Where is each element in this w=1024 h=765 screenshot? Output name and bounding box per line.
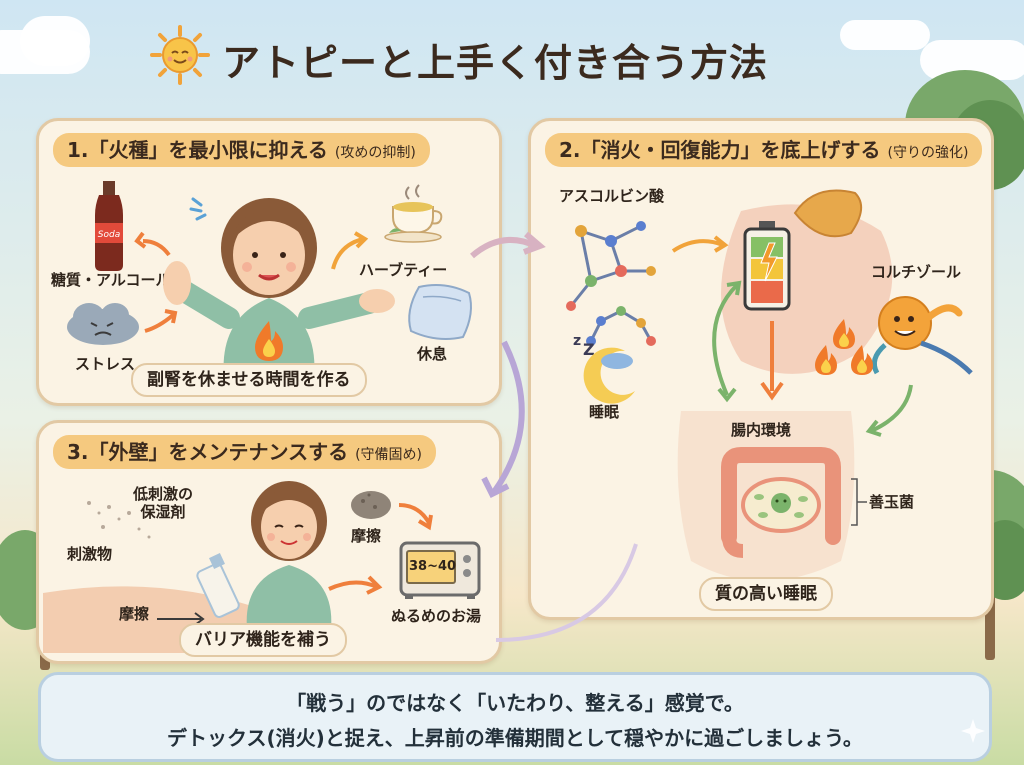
svg-text:z: z bbox=[573, 333, 581, 349]
label-good-bacteria: 善玉菌 bbox=[869, 493, 915, 511]
arrow-panel1-to-panel2 bbox=[470, 231, 546, 259]
dust-icon bbox=[351, 491, 391, 519]
label-herbal-tea: ハーブティー bbox=[359, 261, 448, 279]
tea-cup-icon bbox=[384, 184, 443, 243]
panel-boost-recovery: 2.「消火・回復能力」を底上げする (守りの強化) アスコルビン酸 z Z 睡 bbox=[528, 118, 994, 620]
lotion-bottle-icon bbox=[196, 553, 240, 618]
label-friction-2: 摩擦 bbox=[351, 527, 382, 545]
label-moisturizer: 低刺激の 保湿剤 bbox=[133, 485, 194, 521]
label-cortisol: コルチゾール bbox=[871, 263, 962, 281]
bracket-bacteria bbox=[851, 478, 867, 526]
battery-icon bbox=[743, 221, 791, 311]
message-line-1: 「戦う」のではなく「いたわり、整える」感覚で。 bbox=[286, 691, 744, 715]
arrow-dust bbox=[398, 503, 433, 531]
label-ascorbic-acid: アスコルビン酸 bbox=[559, 187, 665, 205]
panel2-heading-text: 2.「消火・回復能力」を底上げする bbox=[559, 138, 881, 162]
label-friction-1: 摩擦 bbox=[119, 605, 150, 623]
panel-reduce-triggers: 1.「火種」を最小限に抑える (攻めの抑制) Soda 糖質・アルコール ストレ… bbox=[36, 118, 502, 406]
intestine-icon bbox=[721, 447, 841, 558]
cloud-right bbox=[840, 20, 930, 50]
label-sugar-alcohol: 糖質・アルコール bbox=[51, 271, 171, 289]
panel3-footer: バリア機能を補う bbox=[179, 623, 347, 657]
sparkle-icon bbox=[961, 719, 985, 743]
arrow-from-stress bbox=[144, 309, 178, 333]
dots-irritants bbox=[87, 501, 151, 539]
fire-icon bbox=[255, 321, 283, 361]
panel2-footer: 質の高い睡眠 bbox=[699, 577, 833, 611]
panel-barrier-maintenance: 3.「外壁」をメンテナンスする (守備固め) 刺激物 低刺激の 保湿剤 摩擦 摩… bbox=[36, 420, 502, 664]
panel3-heading: 3.「外壁」をメンテナンスする (守備固め) bbox=[53, 435, 437, 469]
adrenal-icon bbox=[793, 189, 862, 238]
label-gut-environment: 腸内環境 bbox=[731, 421, 792, 439]
panel3-heading-sub: (守備固め) bbox=[355, 447, 423, 463]
arrow-battery-gut-loop bbox=[712, 280, 742, 403]
soda-bottle-icon: Soda bbox=[95, 181, 123, 271]
arrow-to-tea bbox=[331, 231, 369, 270]
arrow-panel3-to-panel2 bbox=[495, 543, 638, 642]
woman-moisturizing-figure bbox=[246, 481, 332, 629]
arrow-panel2-to-panel3 bbox=[481, 340, 525, 499]
arrow-vitc-to-battery bbox=[671, 235, 729, 253]
label-irritant: 刺激物 bbox=[67, 545, 113, 563]
arrow-to-soda bbox=[134, 231, 171, 257]
molecule-icon bbox=[566, 221, 656, 346]
pillow-icon bbox=[408, 284, 472, 340]
bath-temperature-display: 38~40 bbox=[409, 559, 457, 574]
label-stress: ストレス bbox=[75, 355, 136, 373]
sun-icon bbox=[150, 25, 210, 85]
message-line-2: デトックス(消火)と捉え、上昇前の準備期間として穏やかに過ごしましょう。 bbox=[167, 726, 863, 750]
panel3-heading-text: 3.「外壁」をメンテナンスする bbox=[67, 440, 349, 464]
message-box: 「戦う」のではなく「いたわり、整える」感覚で。 デトックス(消火)と捉え、上昇前… bbox=[38, 672, 992, 762]
cortisol-character-icon bbox=[871, 296, 973, 375]
soda-label: Soda bbox=[98, 230, 120, 240]
fire-small-icon-3 bbox=[851, 345, 873, 375]
arrow-to-bath bbox=[328, 575, 383, 595]
fire-small-icon-2 bbox=[815, 345, 837, 375]
panel2-heading-sub: (守りの強化) bbox=[887, 145, 969, 161]
label-rest: 休息 bbox=[417, 345, 448, 363]
label-lukewarm-bath: ぬるめのお湯 bbox=[391, 607, 482, 625]
cloud-left-2 bbox=[20, 16, 90, 66]
stress-cloud-icon bbox=[67, 303, 139, 345]
moon-sleep-icon: z Z bbox=[573, 333, 635, 404]
panel1-heading-text: 1.「火種」を最小限に抑える bbox=[67, 138, 328, 162]
microwave-icon bbox=[399, 541, 481, 599]
page-title: アトピーと上手く付き合う方法 bbox=[222, 41, 769, 85]
panel1-heading-sub: (攻めの抑制) bbox=[334, 145, 416, 161]
arrow-battery-down bbox=[760, 321, 784, 401]
panel1-footer: 副腎を休ませる時間を作る bbox=[131, 363, 367, 397]
svg-text:Z: Z bbox=[583, 340, 595, 359]
panel2-heading: 2.「消火・回復能力」を底上げする (守りの強化) bbox=[545, 133, 983, 167]
arrow-cortisol-to-gut bbox=[865, 384, 913, 437]
fire-small-icon-1 bbox=[833, 319, 855, 349]
panel1-heading: 1.「火種」を最小限に抑える (攻めの抑制) bbox=[53, 133, 430, 167]
label-sleep: 睡眠 bbox=[589, 403, 620, 421]
sweat-icon bbox=[189, 197, 207, 221]
